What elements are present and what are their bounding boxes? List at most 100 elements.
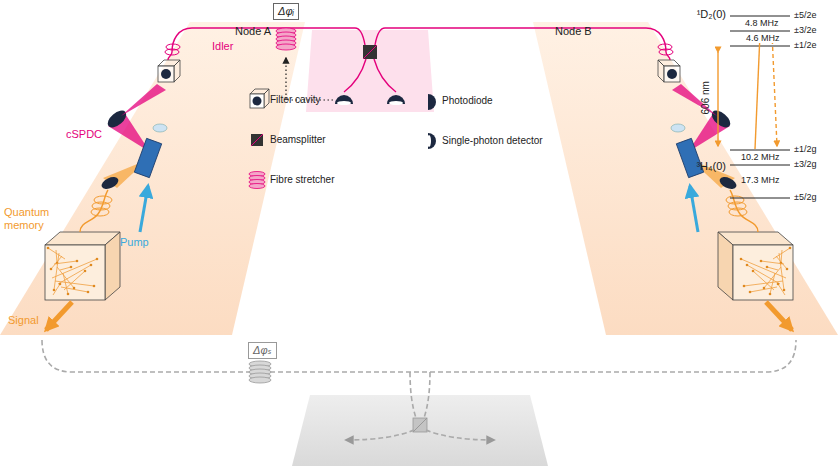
energy-levels [730, 16, 790, 17]
level-label: ¹D₂(0) [686, 8, 726, 21]
level-label: ±5/2e [794, 10, 816, 20]
level-label: 606 nm [700, 76, 712, 120]
legend-beamsplitter-icon [251, 134, 263, 146]
part-label: Idler [212, 40, 233, 53]
level-label: 17.3 MHz [741, 175, 780, 185]
node-band: Node A [0, 22, 305, 335]
phase-box: Δφₛ [248, 342, 277, 359]
quantum-memory-crystal [45, 232, 120, 300]
quantum-memory-crystal [45, 245, 105, 300]
detector-face [337, 101, 351, 105]
legend-text: Single-photon detector [442, 135, 543, 147]
idler-fibre [344, 59, 366, 92]
beamsplitter-face [413, 418, 427, 432]
lattice-stroke [63, 273, 68, 294]
level-label: 4.6 MHz [745, 33, 781, 43]
wavelength-arrow [717, 52, 718, 146]
lattice-stroke [56, 250, 57, 263]
filter-cavity [161, 69, 171, 79]
signal-fibre [424, 372, 430, 418]
lattice-point [70, 266, 73, 269]
part-label: Quantum memory [4, 206, 58, 231]
phase-label: Δφᵢ [274, 4, 298, 19]
transition-arrow [755, 34, 760, 149]
part-label: Signal [8, 314, 39, 327]
lattice-stroke [61, 287, 88, 292]
lattice-stroke [60, 267, 71, 270]
legend-filter-cavity-icon [250, 94, 264, 108]
legend-detector-icon [428, 133, 436, 149]
level-label: 4.8 MHz [745, 18, 779, 28]
legend-text: Beamsplitter [270, 134, 326, 146]
lattice-point [47, 247, 50, 250]
fibre-stretcher [276, 28, 296, 50]
level-label: ±1/2g [794, 144, 816, 154]
beamsplitter [413, 418, 427, 432]
signal-output [346, 430, 414, 440]
lattice-stroke [64, 271, 85, 290]
legend-text: Filter cavity [270, 94, 321, 106]
signal-detection-region [292, 395, 548, 466]
lattice-point [90, 264, 93, 267]
legend-text: Photodiode [442, 95, 493, 107]
legend-detector-face [427, 135, 431, 147]
fibre-stretcher [276, 44, 296, 50]
node-title: Node A [235, 25, 540, 38]
crystal-lattice [47, 247, 99, 296]
node-band: Node B [533, 22, 838, 335]
energy-levels [730, 165, 790, 166]
fibre-stretcher [249, 377, 271, 383]
legend-beamsplitter-icon [251, 134, 263, 146]
level-label: ±1/2e [794, 40, 816, 50]
lattice-point [53, 289, 56, 292]
lattice-point [59, 283, 62, 286]
transition-arrow [772, 33, 777, 146]
lattice-stroke [55, 281, 94, 286]
legend-text: Fibre stretcher [270, 174, 334, 186]
single-photon-detector [335, 95, 353, 104]
level-label: 10.2 MHz [741, 152, 780, 162]
legend-fibre-stretcher-icon [249, 172, 265, 189]
energy-levels [730, 150, 790, 151]
lattice-point [76, 260, 79, 263]
lattice-stroke [53, 284, 60, 295]
lattice-point [73, 287, 76, 290]
signal-output [426, 430, 494, 440]
lens [153, 124, 167, 132]
level-label: ±3/2g [794, 159, 816, 169]
phase-label: Δφₛ [249, 343, 276, 358]
lattice-point [96, 258, 99, 261]
beamsplitter [363, 45, 377, 59]
part-label: cSPDC [66, 128, 102, 141]
lattice-point [93, 285, 96, 288]
level-label: ±5/2g [794, 192, 816, 202]
single-photon-detector [387, 95, 405, 104]
energy-levels [730, 31, 790, 32]
phase-box: Δφᵢ [273, 3, 299, 20]
detector-face [389, 101, 403, 105]
lattice-point [50, 268, 53, 271]
legend-photodiode-icon [428, 94, 436, 110]
lattice-stroke [52, 259, 97, 278]
lattice-stroke [54, 261, 77, 264]
legend-beamsplitter-icon [251, 134, 263, 146]
idler-fibre [374, 59, 396, 92]
band-shape [0, 22, 305, 335]
lens [105, 107, 130, 130]
detection-region [306, 30, 434, 112]
part-label: Pump [120, 236, 149, 249]
legend-filter-cavity-icon [253, 97, 262, 106]
lattice-point [84, 270, 87, 273]
lattice-point [67, 293, 70, 296]
signal-fibre [42, 340, 796, 372]
band-outline [533, 22, 838, 335]
beamsplitter-face [363, 45, 377, 59]
band-shape [533, 22, 838, 335]
energy-levels [730, 198, 790, 199]
filter-cavity [158, 66, 174, 82]
level-label: ³H₄(0) [686, 160, 726, 173]
signal-fibre [410, 372, 416, 418]
energy-levels [730, 16, 790, 198]
